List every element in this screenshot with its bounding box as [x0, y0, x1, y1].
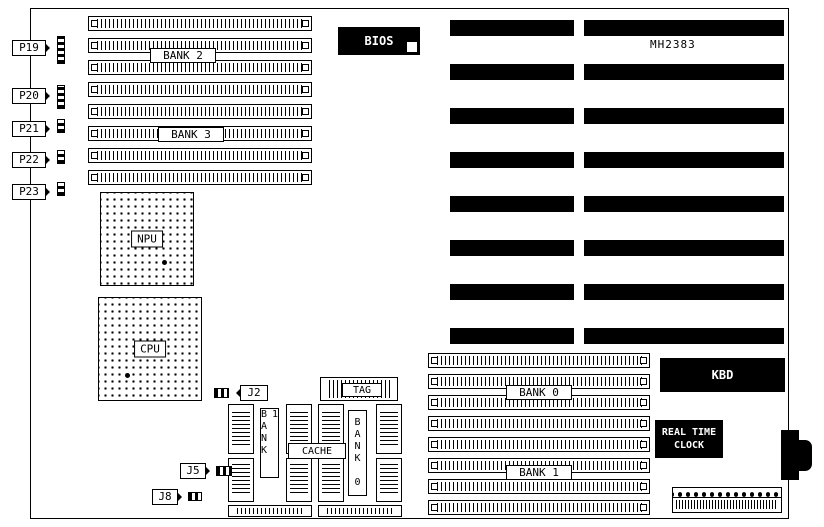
isa-slot-bar: [450, 152, 574, 168]
isa-slot-bar: [584, 20, 784, 36]
cpu-label: CPU: [134, 340, 166, 358]
isa-slot-bar: [450, 284, 574, 300]
connector-label-p20: P20: [12, 88, 50, 104]
cache-chip: [376, 458, 402, 502]
isa-slot-bar: [584, 108, 784, 124]
cache-chip: [228, 505, 312, 517]
jumper-pins-j5: [216, 466, 232, 476]
simm-slot: [428, 437, 650, 452]
simm-slot: [88, 16, 312, 31]
isa-slot-bar: [450, 108, 574, 124]
cache-chip: [228, 458, 254, 502]
simm-slot: [428, 479, 650, 494]
isa-slot-bar: [584, 328, 784, 344]
simm-slot: [428, 416, 650, 431]
rtc-chip: REAL TIME CLOCK: [655, 420, 723, 458]
cpu-socket: CPU: [98, 297, 202, 401]
power-connector-pins: [673, 488, 781, 498]
connector-label-p19: P19: [12, 40, 50, 56]
kbd-label: KBD: [711, 368, 734, 382]
simm-slot: [428, 500, 650, 515]
npu-label: NPU: [131, 230, 163, 248]
jumper-pins-j2: [214, 388, 229, 398]
simm-slot: [88, 148, 312, 163]
isa-slot-bar: [584, 284, 784, 300]
cpu-pin1-mark: [125, 373, 130, 378]
jumper-label-j2: J2: [236, 385, 268, 401]
isa-slot-bar: [584, 152, 784, 168]
bank2-label: BANK 2: [150, 48, 216, 63]
rtc-label: REAL TIME CLOCK: [661, 426, 717, 452]
board-outline: [30, 8, 789, 519]
connector-pins-p21: [57, 119, 65, 133]
kbd-chip: KBD: [660, 358, 785, 392]
isa-slot-bar: [450, 328, 574, 344]
cache-bank1-label: BANK 1: [259, 408, 281, 478]
cache-chip: [228, 404, 254, 454]
isa-slot-bar: [584, 240, 784, 256]
bios-notch: [407, 42, 417, 52]
jumper-label-j8: J8: [152, 489, 182, 505]
power-connector-body: [673, 498, 781, 511]
cache-chip: [318, 458, 344, 502]
connector-pins-p20: [57, 85, 65, 109]
simm-slot: [88, 170, 312, 185]
simm-slot: [88, 104, 312, 119]
connector-label-p23: P23: [12, 184, 50, 200]
connector-label-p22: P22: [12, 152, 50, 168]
isa-slot-bar: [450, 64, 574, 80]
isa-slot-bar: [584, 64, 784, 80]
isa-slot-bar: [584, 196, 784, 212]
tag-label: TAG: [342, 383, 382, 397]
cache-bank0-label: BANK 0: [348, 410, 367, 496]
keyboard-din-connector: [781, 430, 799, 480]
bank3-label: BANK 3: [158, 127, 224, 142]
simm-slot: [428, 353, 650, 368]
connector-label-p21: P21: [12, 121, 50, 137]
connector-pins-p22: [57, 150, 65, 164]
bank0-label: BANK 0: [506, 385, 572, 400]
cache-label: CACHE: [288, 443, 346, 459]
isa-slot-bar: [450, 196, 574, 212]
connector-pins-p23: [57, 182, 65, 196]
power-connector: [672, 487, 782, 513]
cache-chip: [318, 505, 402, 517]
bios-chip: BIOS: [338, 27, 420, 55]
bank1-label: BANK 1: [506, 465, 572, 480]
isa-slot-bar: [450, 240, 574, 256]
jumper-label-j5: J5: [180, 463, 210, 479]
npu-pin1-mark: [162, 260, 167, 265]
bios-label: BIOS: [364, 34, 394, 48]
npu-socket: NPU: [100, 192, 194, 286]
part-number: MH2383: [650, 38, 696, 51]
isa-slot-bar: [450, 20, 574, 36]
jumper-pins-j8: [188, 492, 202, 501]
simm-slot: [88, 82, 312, 97]
cache-chip: [376, 404, 402, 454]
keyboard-din-connector-tip: [798, 440, 812, 471]
connector-pins-p19: [57, 36, 65, 64]
cache-chip: [286, 458, 312, 502]
